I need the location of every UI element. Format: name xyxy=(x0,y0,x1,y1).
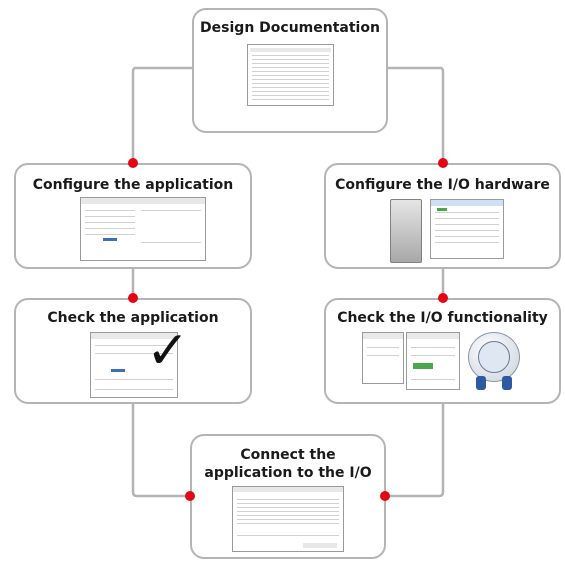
junction-dot-configure-io-top xyxy=(438,158,448,168)
connector-check-app-to-connect xyxy=(131,404,190,498)
connect-title-line1: Connect the xyxy=(240,447,336,463)
transmitter-connector-right-icon xyxy=(502,376,512,390)
checkmark-icon: ✓ xyxy=(146,321,190,381)
design-document-table-image xyxy=(247,44,334,106)
connect-io-dialog-screenshot xyxy=(232,486,344,552)
configure-io-hardware-box: Configure the I/O hardware xyxy=(324,163,561,269)
junction-dot-check-app-top xyxy=(128,293,138,303)
check-application-title: Check the application xyxy=(47,310,219,326)
junction-dot-connect-left xyxy=(185,491,195,501)
configure-application-screenshot xyxy=(80,197,206,261)
connector-design-to-configure-app xyxy=(131,66,192,163)
check-io-functionality-box: Check the I/O functionality xyxy=(324,298,561,404)
transmitter-display-icon xyxy=(478,341,510,373)
io-hardware-cabinet-image xyxy=(390,199,422,263)
configure-io-hardware-title: Configure the I/O hardware xyxy=(335,177,550,193)
connector-design-to-configure-io xyxy=(387,66,445,163)
junction-dot-check-io-top xyxy=(438,293,448,303)
connect-application-io-box: Connect the application to the I/O xyxy=(190,434,386,559)
transmitter-connector-left-icon xyxy=(476,376,486,390)
io-hardware-config-screenshot xyxy=(430,199,504,259)
io-functionality-screenshot-2 xyxy=(406,332,460,390)
junction-dot-connect-right xyxy=(380,491,390,501)
design-documentation-box: Design Documentation xyxy=(192,8,388,133)
connect-title-line2: application to the I/O xyxy=(204,465,372,481)
configure-application-box: Configure the application xyxy=(14,163,252,269)
check-application-screenshot xyxy=(90,332,178,398)
check-application-box: Check the application ✓ xyxy=(14,298,252,404)
io-functionality-screenshot-1 xyxy=(362,332,404,384)
connector-check-io-to-connect xyxy=(385,404,445,498)
junction-dot-configure-app-top xyxy=(128,158,138,168)
check-io-functionality-title: Check the I/O functionality xyxy=(337,310,548,326)
configure-application-title: Configure the application xyxy=(32,177,234,193)
design-documentation-title: Design Documentation xyxy=(200,20,380,36)
